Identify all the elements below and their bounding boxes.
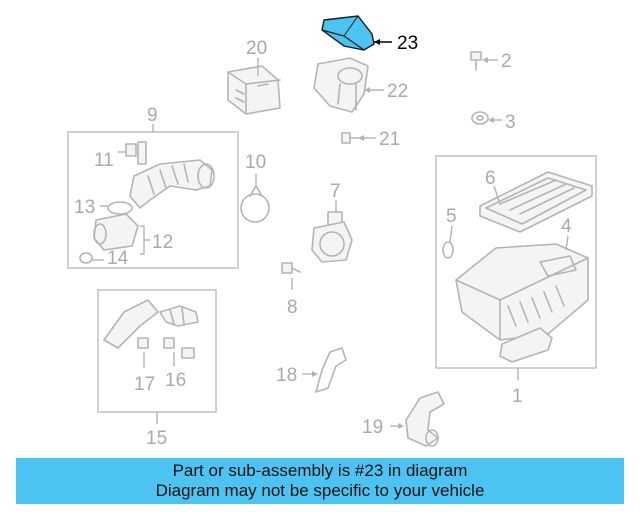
callout-3: 3	[505, 112, 516, 133]
banner-line-2: Diagram may not be specific to your vehi…	[155, 481, 485, 500]
info-banner: Part or sub-assembly is #23 in diagram D…	[16, 458, 624, 504]
callout-11: 11	[94, 150, 114, 171]
part-12-intake-tube	[93, 213, 150, 255]
part-9-hose	[129, 159, 215, 209]
part-14-gasket	[79, 252, 104, 264]
group-box-15	[97, 289, 217, 413]
part-7-sensor	[311, 200, 353, 263]
part-16-bolt	[163, 337, 195, 366]
part-13-clamp	[100, 201, 133, 215]
callout-10: 10	[245, 152, 266, 173]
part-8-bolt	[281, 262, 301, 290]
callout-18: 18	[276, 365, 297, 386]
part-11-clamp	[118, 141, 147, 165]
callout-7: 7	[330, 181, 341, 202]
part-21-bolt	[341, 132, 376, 144]
part-17-grommet	[137, 337, 149, 368]
part-18-tube	[302, 347, 347, 393]
part-4-airbox	[455, 235, 589, 363]
part-22-housing	[313, 57, 384, 113]
callout-12: 12	[152, 232, 173, 253]
callout-23: 23	[397, 33, 418, 54]
part-19-elbow	[390, 391, 445, 447]
callout-2: 2	[501, 51, 512, 72]
callout-15: 15	[146, 428, 167, 449]
callout-4: 4	[561, 216, 572, 237]
callout-9: 9	[147, 105, 158, 126]
callout-1: 1	[512, 386, 523, 407]
callout-16: 16	[165, 370, 186, 391]
callout-8: 8	[287, 297, 298, 318]
part-10-clamp	[240, 174, 270, 223]
callout-5: 5	[446, 206, 457, 227]
part-5-ring	[442, 225, 454, 259]
banner-line-1: Part or sub-assembly is #23 in diagram	[172, 461, 468, 480]
callout-21: 21	[379, 129, 400, 150]
part-20-duct	[227, 58, 281, 115]
callout-22: 22	[387, 81, 408, 102]
part-3-grommet	[471, 111, 502, 125]
callout-20: 20	[246, 38, 267, 59]
callout-14: 14	[107, 248, 129, 269]
callout-13: 13	[74, 197, 95, 218]
part-6-filter	[479, 171, 593, 233]
callout-6: 6	[485, 168, 496, 189]
callout-17: 17	[134, 374, 155, 395]
part-23-highlighted[interactable]	[321, 15, 392, 51]
callout-19: 19	[362, 417, 383, 438]
part-2-bolt	[470, 51, 498, 71]
part-15-hose	[103, 299, 199, 349]
group-box-1	[435, 155, 597, 369]
